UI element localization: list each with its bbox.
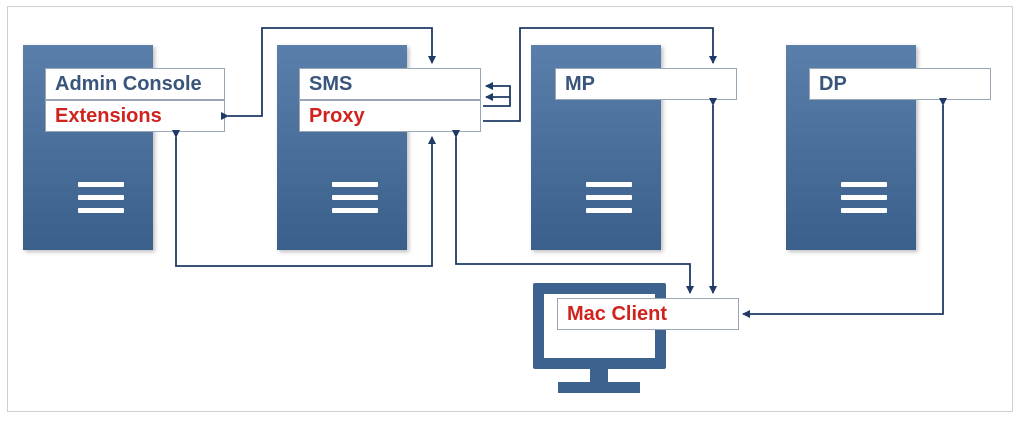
- connector-extensions-to-proxy: [172, 130, 436, 267]
- admin-console-label: Admin Console: [45, 68, 225, 100]
- mp-label: MP: [555, 68, 737, 100]
- dp-label: DP: [809, 68, 991, 100]
- connector-proxy-to-mp: [483, 27, 717, 122]
- server-lines-icon: [78, 182, 124, 222]
- server-lines-icon: [332, 182, 378, 222]
- extensions-label: Extensions: [45, 100, 225, 132]
- connector-dp-to-mac-client: [742, 98, 947, 318]
- monitor-stand: [590, 369, 608, 382]
- connector-proxy-loop: [483, 82, 511, 107]
- monitor-base: [558, 382, 640, 393]
- mac-client-label: Mac Client: [557, 298, 739, 330]
- connector-extensions-to-sms: [221, 27, 436, 120]
- connector-proxy-to-mac-client: [452, 130, 694, 294]
